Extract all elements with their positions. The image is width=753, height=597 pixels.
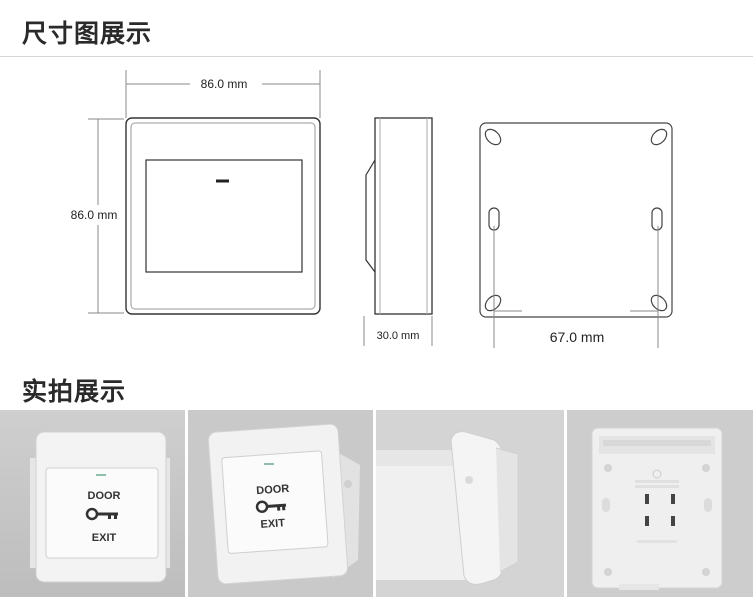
dimension-drawing: 86.0 mm 86.0 mm 30.0 mm 67.0 mm [71,70,673,348]
side-view [363,117,433,346]
key-icon [85,507,118,521]
height-dimension-label: 86.0 mm [71,208,118,222]
width-dimension-label: 86.0 mm [201,77,248,91]
photo-front: DOOR EXIT [0,410,185,597]
photo-gallery: DOOR EXIT DOOR EXIT [0,410,753,597]
photo1-door-text: DOOR [88,490,121,502]
depth-dimension-label: 30.0 mm [377,330,420,342]
photo-back [567,410,753,597]
hole-spacing-label: 67.0 mm [550,329,604,345]
front-view [88,70,321,315]
photo-angled: DOOR EXIT [188,410,373,597]
photo2-exit-text: EXIT [260,517,286,531]
key-icon [255,500,287,514]
back-view [479,122,673,348]
photo1-exit-text: EXIT [92,532,117,544]
dimensions-section-title: 尺寸图展示 [22,19,153,48]
photo2-door-text: DOOR [256,483,290,497]
divider [0,56,753,57]
photos-section-title: 实拍展示 [22,377,127,406]
photo-side [376,410,564,597]
